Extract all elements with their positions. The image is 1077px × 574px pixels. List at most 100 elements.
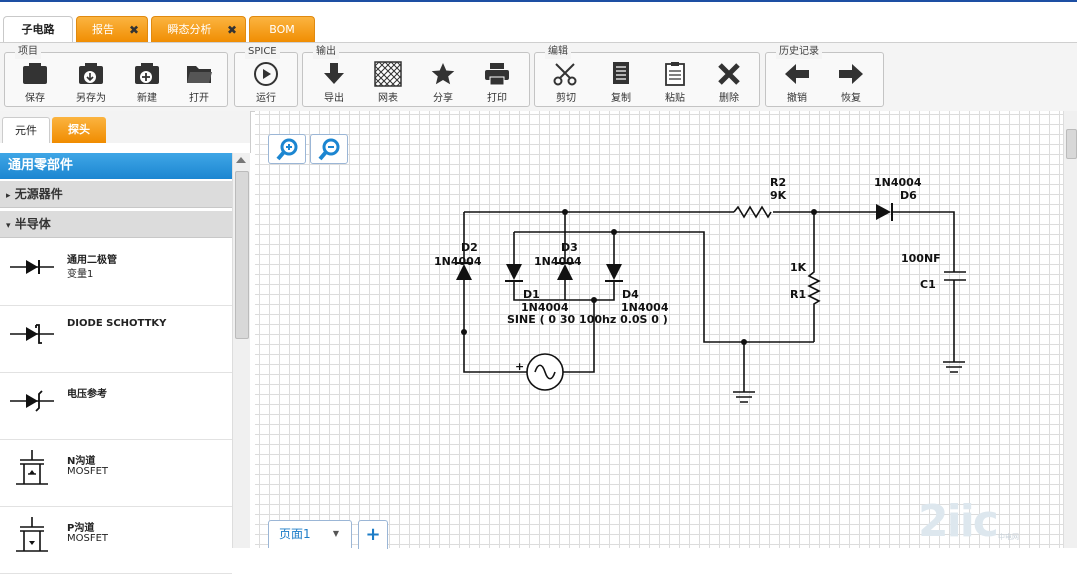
scrollbar-thumb[interactable] [235, 171, 249, 339]
pmos-icon [16, 517, 48, 552]
group-title: 输出 [313, 45, 339, 59]
add-page-button[interactable]: + [358, 520, 388, 549]
d4-value-label: 1N4004 [621, 301, 669, 314]
group-title: 项目 [15, 45, 41, 59]
category-label: 无源器件 [14, 187, 63, 201]
schematic-canvas[interactable] [255, 111, 1063, 548]
button-label: 删除 [719, 93, 739, 104]
printer-icon [485, 63, 509, 86]
zoom-in-icon [276, 138, 298, 161]
r1-value-label: 1K [790, 261, 807, 274]
tab-probes[interactable]: 探头 [52, 117, 106, 143]
c1-ref-label: C1 [920, 278, 936, 291]
d3-ref-label: D3 [561, 241, 578, 254]
button-label: 新建 [137, 93, 157, 104]
new-project-button[interactable]: 新建 [119, 59, 175, 104]
star-icon [431, 63, 455, 85]
scroll-up-icon[interactable] [236, 157, 246, 163]
save-button[interactable]: 保存 [7, 59, 63, 104]
tab-subcircuit[interactable]: 子电路 [3, 16, 73, 46]
toolbar-group-history: 历史记录 撤销 恢复 [765, 45, 884, 107]
cut-button[interactable]: 剪切 [538, 59, 594, 104]
netlist-icon [374, 61, 402, 87]
category-semiconductor[interactable]: ▾ 半导体 [0, 211, 232, 238]
delete-button[interactable]: 删除 [701, 59, 757, 104]
main-toolbar: 项目 保存 另存为 新建 打开 SPICE 运行 输出 导出 [0, 42, 1077, 112]
redo-button[interactable]: 恢复 [823, 59, 879, 104]
d1-ref-label: D1 [523, 288, 540, 301]
component-list: ▸ 无源器件 ▾ 半导体 通用二极管 变量1 DIODE SCHOTTKY 电压… [0, 179, 232, 574]
panel-spacer [0, 143, 251, 153]
tab-label: 报告 [92, 23, 114, 36]
nmos-icon [16, 450, 48, 485]
open-folder-icon [187, 66, 212, 83]
part-subname: MOSFET [67, 466, 109, 477]
export-button[interactable]: 导出 [306, 59, 362, 104]
part-n-channel-mosfet[interactable]: N沟道 MOSFET [0, 440, 232, 507]
open-button[interactable]: 打开 [171, 59, 227, 104]
tab-components[interactable]: 元件 [2, 117, 50, 144]
tab-label: 探头 [68, 123, 90, 136]
canvas-scrollbar[interactable] [1063, 111, 1077, 548]
redo-arrow-icon [839, 64, 863, 84]
button-label: 保存 [25, 93, 45, 104]
category-passive[interactable]: ▸ 无源器件 [0, 181, 232, 208]
new-project-icon [135, 63, 159, 84]
play-icon [254, 62, 278, 86]
component-list-scrollbar[interactable] [232, 153, 250, 548]
r2-ref-label: R2 [770, 176, 786, 189]
close-icon[interactable]: ✖ [226, 23, 237, 37]
zoom-out-button[interactable] [310, 134, 348, 164]
tab-bom[interactable]: BOM [249, 16, 315, 43]
undo-arrow-icon [785, 64, 809, 84]
netlist-button[interactable]: 网表 [360, 59, 416, 104]
r1-ref-label: R1 [790, 288, 806, 301]
undo-button[interactable]: 撤销 [769, 59, 825, 104]
c1-value-label: 100NF [901, 252, 941, 265]
tab-transient-analysis[interactable]: 瞬态分析 ✖ [151, 16, 246, 43]
source-plus-label: + [515, 360, 524, 373]
part-name: 电压参考 [67, 389, 107, 400]
button-label: 撤销 [787, 93, 807, 104]
tab-label: 瞬态分析 [167, 23, 212, 36]
d1-value-label: 1N4004 [521, 301, 569, 314]
run-button[interactable]: 运行 [238, 59, 294, 104]
watermark-logo: 2iic [918, 496, 999, 547]
close-icon[interactable]: ✖ [128, 23, 139, 37]
page-label: 页面1 [279, 527, 311, 541]
copy-button[interactable]: 复制 [593, 59, 649, 104]
toolbar-group-spice: SPICE 运行 [234, 45, 298, 107]
paste-icon [665, 62, 685, 86]
button-label: 运行 [256, 93, 276, 104]
tab-report[interactable]: 报告 ✖ [76, 16, 148, 43]
d3-value-label: 1N4004 [534, 255, 582, 268]
part-schottky-diode[interactable]: DIODE SCHOTTKY [0, 306, 232, 373]
zener-diode-icon [10, 390, 54, 412]
part-generic-diode[interactable]: 通用二极管 变量1 [0, 239, 232, 306]
save-as-button[interactable]: 另存为 [63, 59, 119, 104]
scrollbar-thumb[interactable] [1066, 129, 1077, 159]
tab-label: BOM [269, 23, 295, 36]
circuit-schematic: + R2 9K 1N4004 D6 D2 1N4004 D3 1N4004 D1… [434, 176, 966, 403]
zoom-in-button[interactable] [268, 134, 306, 164]
diode-icon [10, 260, 54, 274]
d4-ref-label: D4 [622, 288, 639, 301]
part-name: DIODE SCHOTTKY [67, 318, 167, 329]
d2-ref-label: D2 [461, 241, 478, 254]
page-selector[interactable]: 页面1 ▼ [268, 520, 352, 548]
d6-ref-label: D6 [900, 189, 917, 202]
share-button[interactable]: 分享 [415, 59, 471, 104]
category-label: 半导体 [14, 217, 51, 231]
schottky-diode-icon [10, 324, 54, 344]
part-name: P沟道 [67, 523, 95, 534]
part-subname: 变量1 [67, 269, 94, 280]
part-subname: MOSFET [67, 533, 109, 544]
paste-button[interactable]: 粘贴 [647, 59, 703, 104]
copy-icon [613, 62, 629, 84]
part-voltage-reference[interactable]: 电压参考 [0, 373, 232, 440]
print-button[interactable]: 打印 [469, 59, 525, 104]
button-label: 网表 [378, 93, 398, 104]
group-title: 历史记录 [776, 45, 822, 59]
d2-value-label: 1N4004 [434, 255, 482, 268]
group-title: 编辑 [545, 45, 571, 59]
